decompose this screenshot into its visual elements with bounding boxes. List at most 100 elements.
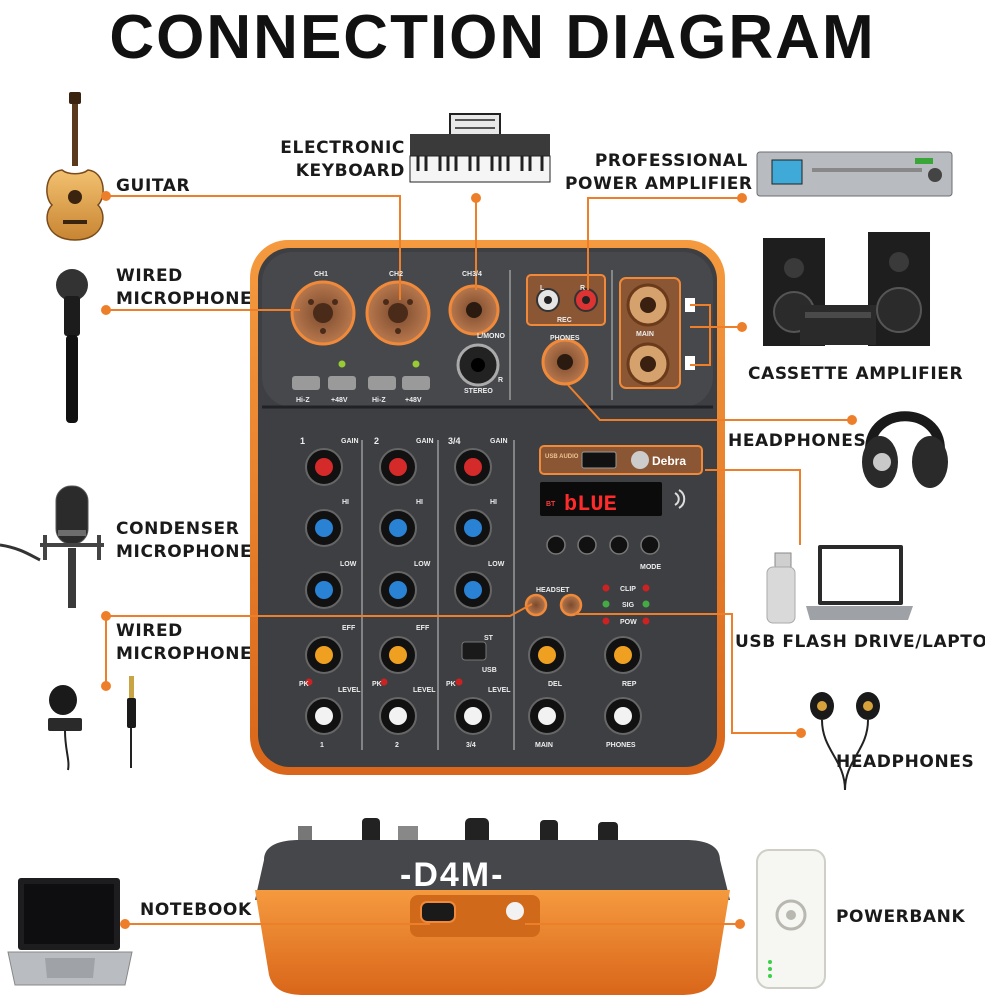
ch1-48v-label: +48V bbox=[331, 397, 348, 404]
ch2-48v-button[interactable] bbox=[402, 376, 430, 390]
front-power-led bbox=[506, 902, 524, 920]
rec-r-label: R bbox=[580, 285, 585, 292]
ch34-low-knob[interactable] bbox=[454, 571, 492, 609]
strip-2-number: 2 bbox=[374, 436, 379, 446]
ch2-low-knob[interactable] bbox=[379, 571, 417, 609]
main-out-label: MAIN bbox=[636, 331, 654, 338]
label-power-amp-line1: PROFESSIONAL bbox=[594, 151, 748, 171]
page-title: CONNECTION DIAGRAM bbox=[109, 3, 876, 72]
usb-port[interactable] bbox=[581, 451, 617, 469]
label-wired-mic-bottom-line2: MICROPHONE bbox=[116, 644, 253, 664]
label-wired-mic-top: WIRED MICROPHONE bbox=[116, 265, 252, 311]
ch34-hi-label: HI bbox=[490, 499, 497, 506]
phones-jack-label: PHONES bbox=[550, 335, 580, 342]
stereo-label: STEREO bbox=[464, 388, 493, 395]
st-usb-switch[interactable] bbox=[461, 641, 487, 661]
strip-1-number: 1 bbox=[300, 436, 305, 446]
power-amplifier-icon bbox=[756, 151, 953, 197]
ch1-level-knob[interactable] bbox=[305, 697, 343, 735]
notebook-laptop-icon bbox=[7, 878, 133, 986]
ch34-jack[interactable] bbox=[448, 284, 500, 336]
ch1-48v-led bbox=[338, 360, 346, 368]
play-pause-button[interactable] bbox=[546, 535, 566, 555]
headset-label: HEADSET bbox=[536, 587, 570, 594]
label-keyboard: ELECTRONIC KEYBOARD bbox=[280, 137, 405, 183]
label-condenser-line2: MICROPHONE bbox=[116, 542, 253, 562]
ch1-low-knob[interactable] bbox=[305, 571, 343, 609]
lavalier-microphone-icon bbox=[48, 676, 136, 771]
bluetooth-icon bbox=[674, 489, 686, 509]
display-text: bLUE bbox=[564, 492, 617, 517]
wired-microphone-icon bbox=[56, 269, 88, 423]
next-track-button[interactable] bbox=[609, 535, 629, 555]
prev-track-button[interactable] bbox=[577, 535, 597, 555]
stereo-jack[interactable] bbox=[456, 343, 500, 387]
strip-2-footer: 2 bbox=[395, 742, 399, 749]
ch1-48v-button[interactable] bbox=[328, 376, 356, 390]
mode-button[interactable] bbox=[640, 535, 660, 555]
l-mono-label: L/MONO bbox=[477, 333, 506, 340]
label-wired-mic-bottom: WIRED MICROPHONE bbox=[116, 620, 252, 666]
ch1-eff-label: EFF bbox=[342, 625, 356, 632]
ch1-label: CH1 bbox=[314, 271, 328, 278]
rec-panel bbox=[526, 274, 606, 326]
electronic-keyboard-icon bbox=[409, 113, 551, 183]
ch34-gain-knob[interactable] bbox=[454, 448, 492, 486]
ch2-hi-label: HI bbox=[416, 499, 423, 506]
ch2-level-knob[interactable] bbox=[379, 697, 417, 735]
ch2-48v-label: +48V bbox=[405, 397, 422, 404]
headset-mic-jack[interactable] bbox=[524, 593, 548, 617]
main-knob[interactable] bbox=[528, 697, 566, 735]
label-guitar: GUITAR bbox=[116, 176, 191, 196]
ch1-hi-knob[interactable] bbox=[305, 509, 343, 547]
ch2-gain-knob[interactable] bbox=[379, 448, 417, 486]
front-usb-c-port[interactable] bbox=[420, 901, 456, 923]
del-label: DEL bbox=[548, 681, 563, 688]
ch1-level-label: LEVEL bbox=[338, 687, 361, 694]
ch2-low-label: LOW bbox=[414, 561, 431, 568]
ch1-gain-label: GAIN bbox=[341, 438, 359, 445]
ch1-low-label: LOW bbox=[340, 561, 357, 568]
headset-phones-jack[interactable] bbox=[559, 593, 583, 617]
ch1-hiz-button[interactable] bbox=[292, 376, 320, 390]
ch1-combo-jack[interactable] bbox=[290, 280, 356, 346]
mixer-front-view bbox=[255, 818, 730, 995]
usb-label: USB bbox=[482, 667, 497, 674]
del-knob[interactable] bbox=[528, 636, 566, 674]
ch1-hiz-label: Hi-Z bbox=[296, 397, 310, 404]
ch2-hiz-label: Hi-Z bbox=[372, 397, 386, 404]
ch1-pk-label: PK bbox=[299, 681, 309, 688]
ch34-hi-knob[interactable] bbox=[454, 509, 492, 547]
earphones-icon bbox=[810, 692, 880, 791]
ch2-hiz-button[interactable] bbox=[368, 376, 396, 390]
led-display bbox=[540, 482, 662, 516]
ch2-eff-label: EFF bbox=[416, 625, 430, 632]
pow-label: POW bbox=[620, 619, 637, 626]
connection-dots bbox=[101, 191, 857, 929]
sig-label: SIG bbox=[622, 602, 635, 609]
headphones-icon bbox=[862, 411, 948, 488]
ch2-gain-label: GAIN bbox=[416, 438, 434, 445]
ch1-eff-knob[interactable] bbox=[305, 636, 343, 674]
ch2-hi-knob[interactable] bbox=[379, 509, 417, 547]
ch1-gain-knob[interactable] bbox=[305, 448, 343, 486]
ch2-eff-knob[interactable] bbox=[379, 636, 417, 674]
label-power-amp: PROFESSIONAL POWER AMPLIFIER bbox=[565, 150, 752, 196]
condenser-microphone-icon bbox=[0, 485, 104, 608]
strip-34-number: 3/4 bbox=[448, 436, 461, 446]
ch2-combo-jack[interactable] bbox=[365, 280, 431, 346]
rep-knob[interactable] bbox=[604, 636, 642, 674]
ch34-level-knob[interactable] bbox=[454, 697, 492, 735]
usb-audio-label: USB AUDIO bbox=[545, 454, 579, 460]
label-condenser-mic: CONDENSER MICROPHONE bbox=[116, 518, 252, 564]
ch34-level-label: LEVEL bbox=[488, 687, 511, 694]
label-headphones-top: HEADPHONES bbox=[728, 431, 867, 451]
label-cassette-amp: CASSETTE AMPLIFIER bbox=[748, 364, 964, 384]
label-keyboard-line1: ELECTRONIC bbox=[280, 138, 405, 158]
usb-flash-drive-icon bbox=[766, 552, 796, 624]
ch1-hi-label: HI bbox=[342, 499, 349, 506]
phones-knob-label: PHONES bbox=[606, 742, 636, 749]
guitar-icon bbox=[46, 92, 104, 241]
phones-knob[interactable] bbox=[604, 697, 642, 735]
